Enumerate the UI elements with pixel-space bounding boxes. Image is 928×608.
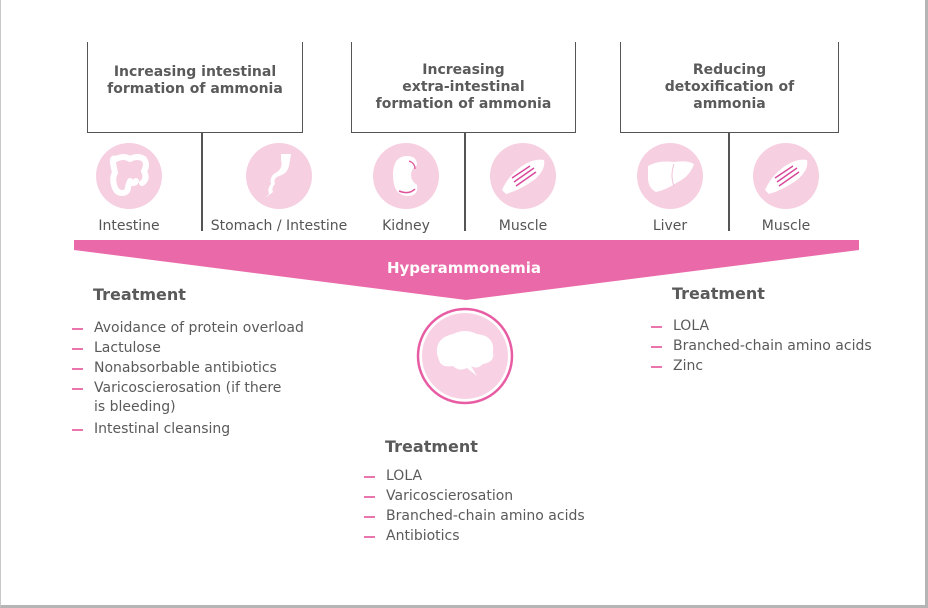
treatment-item: Branched-chain amino acids <box>364 506 585 526</box>
connector-line <box>728 133 730 231</box>
organ-intestine: Intestine <box>49 143 209 234</box>
dash-bullet <box>72 368 83 370</box>
intestine-icon <box>109 154 149 196</box>
dash-bullet <box>72 429 83 431</box>
category-title-line: extra-intestinal <box>402 79 525 95</box>
category-title: Reducing detoxification of ammonia <box>665 62 794 132</box>
organ-liver: Liver <box>590 143 750 234</box>
organ-circle <box>753 143 819 209</box>
dash-bullet <box>364 476 375 478</box>
dash-bullet <box>364 516 375 518</box>
organ-circle <box>637 143 703 209</box>
category-title: Increasing intestinal formation of ammon… <box>107 64 283 132</box>
organ-circle <box>96 143 162 209</box>
hyperammonemia-funnel <box>74 240 859 300</box>
category-title-line: Reducing <box>692 62 767 78</box>
treatment-item: Branched-chain amino acids <box>651 336 872 356</box>
funnel-label: Hyperammonemia <box>386 259 542 277</box>
category-box-intestinal: Increasing intestinal formation of ammon… <box>87 42 303 133</box>
dash-bullet <box>364 536 375 538</box>
organ-label: Kidney <box>382 218 430 234</box>
organ-circle <box>490 143 556 209</box>
treatment-list: Avoidance of protein overload Lactulose … <box>72 318 304 439</box>
organ-label: Liver <box>652 218 688 234</box>
dash-bullet <box>651 346 662 348</box>
treatment-item: Zinc <box>651 356 872 376</box>
dash-bullet <box>72 388 83 390</box>
dash-bullet <box>651 326 662 328</box>
organ-muscle: Muscle <box>706 143 866 234</box>
muscle-icon <box>502 159 545 194</box>
organ-stomach-intestine: Stomach / Intestine <box>199 143 359 234</box>
dash-bullet <box>364 496 375 498</box>
treatment-left: Treatment Avoidance of protein overload … <box>72 285 304 439</box>
category-box-extra-intestinal: Increasing extra-intestinal formation of… <box>351 42 576 133</box>
category-title-line: ammonia <box>693 96 766 112</box>
organ-circle <box>373 143 439 209</box>
organ-kidney: Kidney <box>326 143 486 234</box>
category-title-line: formation of ammonia <box>375 96 552 112</box>
treatment-item: Antibiotics <box>364 526 585 546</box>
treatment-right: Treatment LOLA Branched-chain amino acid… <box>651 284 872 376</box>
category-title: Increasing extra-intestinal formation of… <box>376 62 552 132</box>
muscle-icon <box>765 159 808 194</box>
organ-label: Muscle <box>498 218 548 234</box>
organ-muscle: Muscle <box>443 143 603 234</box>
treatment-title: Treatment <box>385 437 478 456</box>
kidney-icon <box>393 156 418 196</box>
connector-line <box>464 133 466 231</box>
dash-bullet <box>72 348 83 350</box>
category-title-line: detoxification of <box>664 79 795 95</box>
category-title-line: Increasing <box>422 62 505 78</box>
treatment-item: LOLA <box>364 466 585 486</box>
treatment-title: Treatment <box>93 285 186 304</box>
treatment-list: LOLA Branched-chain amino acids Zinc <box>651 316 872 376</box>
organ-label: Intestine <box>98 218 160 234</box>
treatment-item: Avoidance of protein overload <box>72 318 304 338</box>
organ-label: Stomach / Intestine <box>210 218 348 234</box>
dash-bullet <box>72 328 83 330</box>
dash-bullet <box>651 366 662 368</box>
funnel-shape <box>74 240 859 300</box>
liver-icon <box>648 161 694 192</box>
treatment-title: Treatment <box>672 284 765 303</box>
category-box-detoxification: Reducing detoxification of ammonia <box>620 42 839 133</box>
brain-badge <box>415 306 515 406</box>
treatment-item: LOLA <box>651 316 872 336</box>
brain-icon <box>416 307 514 405</box>
organ-circle <box>246 143 312 209</box>
organ-label: Muscle <box>761 218 811 234</box>
treatment-center: Treatment LOLA Varicoscierosation Branch… <box>364 437 585 546</box>
category-title-line: formation of ammonia <box>107 81 283 97</box>
treatment-list: LOLA Varicoscierosation Branched-chain a… <box>364 466 585 546</box>
treatment-item: Lactulose <box>72 338 304 358</box>
treatment-item: Nonabsorbable antibiotics <box>72 358 304 378</box>
connector-line <box>201 133 203 231</box>
category-title-line: Increasing intestinal <box>113 64 277 80</box>
treatment-item: Varicoscierosation <box>364 486 585 506</box>
stomach-icon <box>265 154 291 198</box>
treatment-item: Intestinal cleansing <box>72 419 304 439</box>
